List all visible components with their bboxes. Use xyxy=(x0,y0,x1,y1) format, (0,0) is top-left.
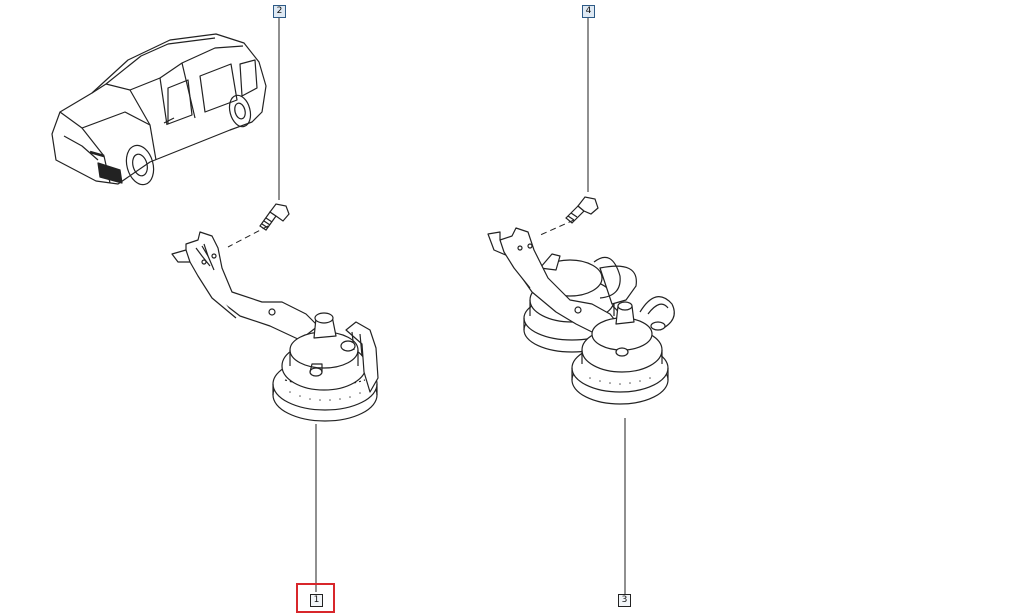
callout-2[interactable]: 2 xyxy=(273,5,286,18)
car-illustration xyxy=(51,33,267,186)
horn-assembly-single xyxy=(171,231,379,422)
leader-lines xyxy=(278,18,626,596)
bolt-icon xyxy=(259,203,290,231)
bolt-icon xyxy=(565,196,599,224)
horn-texture xyxy=(289,377,651,401)
horn-assembly-double xyxy=(487,227,675,405)
callout-3[interactable]: 3 xyxy=(618,594,631,607)
selected-callout-frame xyxy=(296,583,335,613)
callout-4[interactable]: 4 xyxy=(582,5,595,18)
callout-1[interactable]: 1 xyxy=(310,594,323,607)
